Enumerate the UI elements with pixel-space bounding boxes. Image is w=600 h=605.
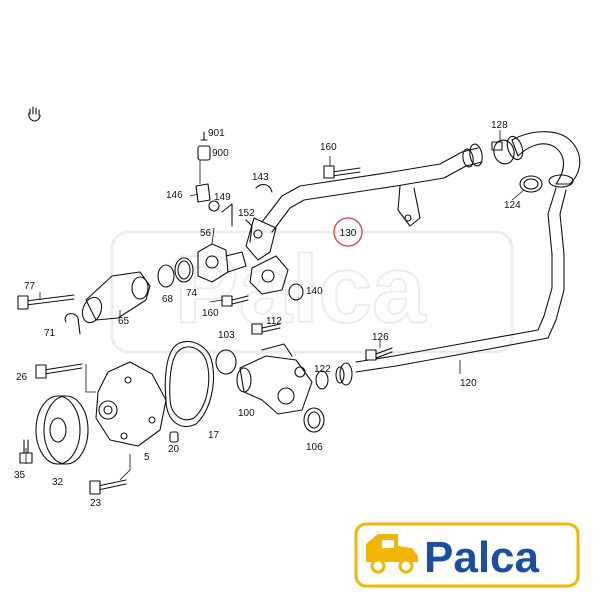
brand-logo: Palca [354,522,580,588]
label-152: 152 [238,208,255,219]
label-74: 74 [186,288,198,299]
watermark: Palca [110,230,514,354]
clip-152 [245,219,253,243]
ring-106 [303,407,325,433]
label-56: 56 [200,228,212,239]
label-901: 901 [208,128,225,139]
label-126: 126 [372,332,389,343]
label-122: 122 [314,364,331,375]
hand-icon [28,106,41,122]
label-71: 71 [44,328,56,339]
clamp-124 [519,175,543,193]
housing-100 [236,343,313,415]
water-pump-5 [95,361,167,447]
label-140: 140 [306,286,323,297]
part-labels: 901 900 160 128 143 146 149 152 56 130 1… [14,120,521,509]
label-160b: 160 [202,308,219,319]
label-32: 32 [52,477,64,488]
sensor-900 [195,131,220,212]
ring-140 [288,283,304,301]
label-100: 100 [238,408,255,419]
label-900: 900 [212,148,229,159]
leader-lines [25,130,525,481]
label-120: 120 [460,378,477,389]
highlight-130: 130 [333,217,363,247]
ring-122 [315,370,329,390]
label-149: 149 [214,192,231,203]
bolt-77 [17,294,75,310]
clip-71 [64,313,81,335]
label-106: 106 [306,442,323,453]
label-103: 103 [218,330,235,341]
label-146: 146 [166,190,183,201]
bolt-126 [365,347,393,361]
bolt-160a [323,165,361,179]
flange-junction [249,255,289,295]
housing-65 [81,271,151,324]
label-23: 23 [90,498,102,509]
pulley-32 [35,395,89,465]
coolant-pipe-120 [335,187,567,386]
label-20: 20 [168,444,180,455]
ring-68 [157,264,175,288]
watermark-text: Palca [175,236,426,343]
hose-128 [491,131,581,188]
label-5: 5 [144,452,150,463]
label-112: 112 [266,316,282,327]
label-68: 68 [162,294,174,305]
coolant-pipe-130 [245,143,483,261]
logo-text: Palca [424,533,540,582]
label-17: 17 [208,430,220,441]
ring-103 [215,349,237,375]
label-35: 35 [14,470,26,481]
label-160a: 160 [320,142,337,153]
clip-143 [221,183,273,227]
label-65: 65 [118,316,130,327]
ring-74 [174,257,194,283]
label-124: 124 [504,200,521,211]
label-128: 128 [491,120,508,131]
pin-20 [169,431,179,443]
bolt-112 [251,323,281,335]
bolt-23 [89,479,127,495]
label-77: 77 [24,281,36,292]
label-130: 130 [340,228,357,239]
label-26: 26 [16,372,28,383]
label-143: 143 [252,172,269,183]
truck-icon [366,534,418,574]
bolt-160b [221,295,249,307]
gasket-17 [164,340,215,427]
bolt-26 [35,363,83,379]
